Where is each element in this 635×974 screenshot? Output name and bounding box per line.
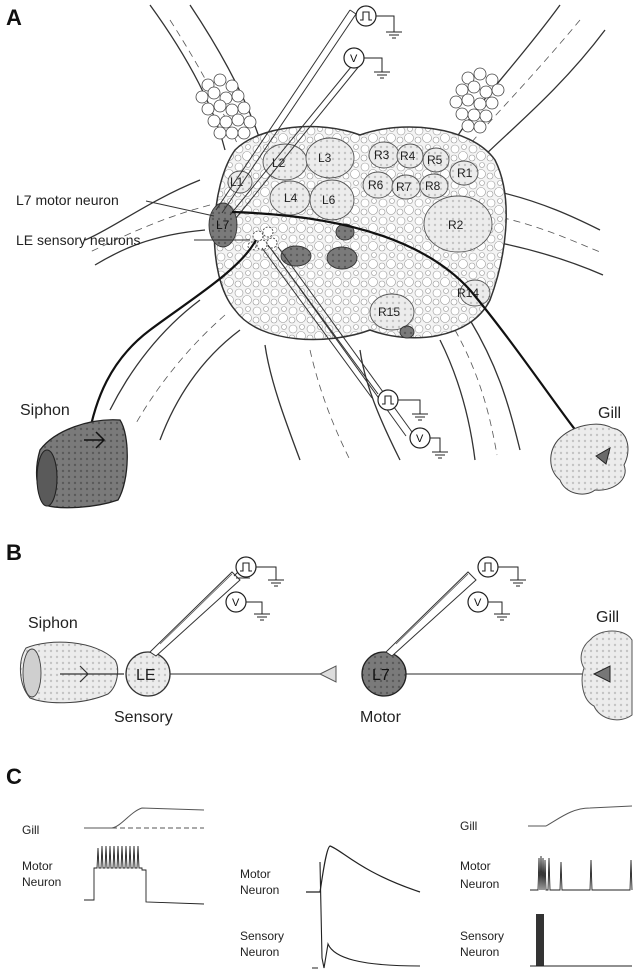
sensory-label-b: Sensory [114,709,173,726]
panel-b: B Siphon LE Sensory L7 Motor Gill [6,540,632,726]
cell-label-r1: R1 [457,166,473,180]
cell-label-l2: L2 [272,156,286,170]
c-mid-motor-trace [306,846,420,892]
cell-label-r4: R4 [400,149,416,163]
cell-label-r5: R5 [427,153,443,167]
siphon-label-a: Siphon [20,402,70,419]
voltmeter-b-left-label: V [232,597,240,609]
panel-c: C Gill Motor Neuron Motor Neuron Sensory… [6,764,632,968]
c-left-motor-label-2: Neuron [22,875,61,889]
cell-label-l3: L3 [318,151,332,165]
panel-a-letter: A [6,5,22,30]
cell-label-r2: R2 [448,218,464,232]
l7-neuron-label: L7 [372,667,390,684]
c-right-motor-trace [530,856,632,890]
voltmeter-b-right-label: V [474,597,482,609]
gill-label-b: Gill [596,609,619,626]
c-mid-sensory-trace [320,862,420,968]
cell-label-l4: L4 [284,191,298,205]
gill-label-a: Gill [598,405,621,422]
c-left-motor-label-1: Motor [22,859,53,873]
cell-label-r15: R15 [378,305,400,319]
voltmeter-b-left: V [226,592,270,620]
voltmeter-lower-label: V [416,433,424,445]
voltmeter-lower: V [410,428,448,458]
c-left-motor-trace [84,846,204,904]
c-right-gill-trace [528,806,632,826]
callout-line-motor [146,201,214,216]
c-mid-sensory-label-1: Sensory [240,929,284,943]
electrode-motor-b [386,572,476,656]
panel-a: A [6,5,628,508]
c-mid-sensory-label-2: Neuron [240,945,279,959]
panel-b-letter: B [6,540,22,565]
cell-cluster-left [196,74,256,139]
cell-label-r6: R6 [368,178,384,192]
c-right-motor-label-1: Motor [460,859,491,873]
electrode-sensory-b [150,570,250,656]
c-mid-motor-label-1: Motor [240,867,271,881]
c-right-sensory-burst [536,914,544,966]
c-left-gill-trace [84,808,204,828]
cell-label-r7: R7 [396,180,412,194]
stimulator-upper [356,6,402,38]
c-left-gill-label: Gill [22,823,39,837]
gill-b [581,631,632,720]
le-neuron-label: LE [136,667,156,684]
voltmeter-upper: V [344,48,390,78]
callout-l7-motor-neuron: L7 motor neuron [16,192,119,208]
stimulator-b-left [236,557,284,586]
cell-cluster-right [450,68,504,133]
c-right-sensory-label-1: Sensory [460,929,504,943]
siphon-b [20,642,124,703]
cell-label-r8: R8 [425,179,441,193]
sensory-synapse-terminal [320,666,336,682]
siphon-a [37,420,128,508]
c-mid-motor-label-2: Neuron [240,883,279,897]
c-right-motor-label-2: Neuron [460,877,499,891]
c-right-gill-label: Gill [460,819,477,833]
cell-label-r3: R3 [374,148,390,162]
c-right-sensory-label-2: Neuron [460,945,499,959]
gill-a [551,424,628,494]
callout-le-sensory-neurons: LE sensory neurons [16,232,141,248]
siphon-label-b: Siphon [28,615,78,632]
voltmeter-upper-label: V [350,53,358,65]
cell-label-l6: L6 [322,193,336,207]
panel-c-letter: C [6,764,22,789]
stimulator-b-right [478,557,526,586]
motor-label-b: Motor [360,709,402,726]
cell-label-l7: L7 [216,218,230,232]
voltmeter-b-right: V [468,592,510,620]
stimulator-lower [378,390,428,420]
